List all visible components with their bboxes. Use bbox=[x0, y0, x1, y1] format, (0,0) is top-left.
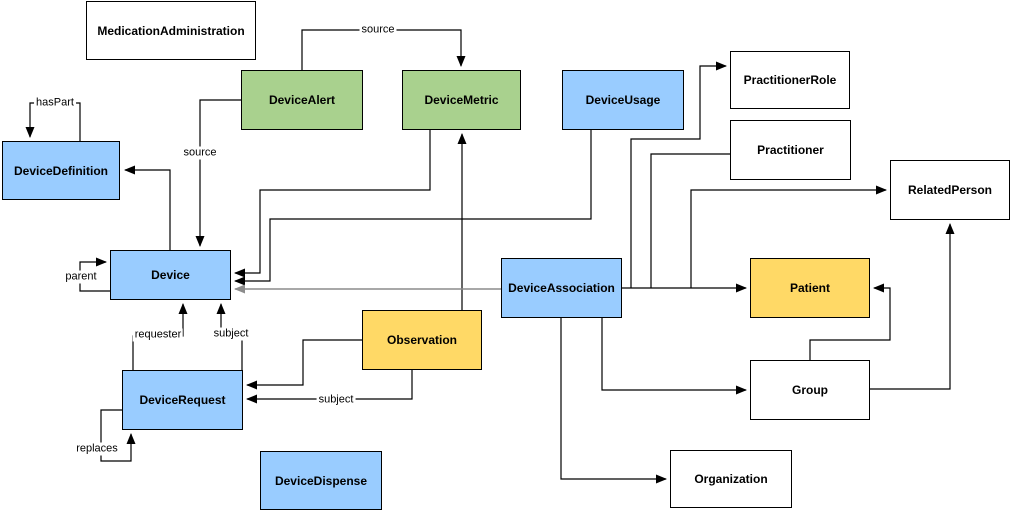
node-device[interactable]: Device bbox=[110, 250, 231, 300]
edge-deviceassociation-practitioner bbox=[650, 153, 730, 288]
node-practitioner[interactable]: Practitioner bbox=[730, 120, 851, 180]
node-device-metric[interactable]: DeviceMetric bbox=[402, 70, 521, 130]
edge-label-source-metric: source bbox=[359, 23, 397, 37]
node-practitioner-role[interactable]: PractitionerRole bbox=[730, 51, 850, 109]
node-device-usage[interactable]: DeviceUsage bbox=[562, 70, 684, 130]
node-device-dispense[interactable]: DeviceDispense bbox=[260, 451, 382, 510]
node-medication-administration[interactable]: MedicationAdministration bbox=[86, 1, 256, 60]
node-patient[interactable]: Patient bbox=[750, 258, 870, 318]
edge-device-devicedefinition bbox=[124, 165, 171, 250]
edge-label-parent: parent bbox=[63, 270, 99, 284]
edge-deviceassociation-group bbox=[601, 318, 747, 395]
node-observation[interactable]: Observation bbox=[362, 310, 482, 370]
node-group[interactable]: Group bbox=[750, 360, 870, 420]
edge-group-patient bbox=[809, 283, 891, 360]
edge-deviceassociation-organization bbox=[560, 318, 667, 484]
edge-group-relatedperson bbox=[870, 223, 955, 390]
node-device-association[interactable]: DeviceAssociation bbox=[501, 258, 622, 318]
edge-label-subject-obs: subject bbox=[316, 393, 356, 407]
edge-observation-devicerequest-subject bbox=[246, 370, 413, 404]
edge-devicealert-device bbox=[195, 99, 241, 247]
edge-label-source-device: source bbox=[181, 146, 219, 160]
edge-deviceassociation-practitionerrole bbox=[630, 61, 727, 288]
node-related-person[interactable]: RelatedPerson bbox=[890, 160, 1010, 220]
edge-devicerequest-replaces bbox=[100, 409, 136, 462]
node-device-request[interactable]: DeviceRequest bbox=[122, 370, 243, 430]
edge-label-subject-request: subject bbox=[211, 327, 251, 341]
edge-label-haspart: hasPart bbox=[34, 96, 76, 110]
edge-deviceassociation-relatedperson bbox=[690, 185, 887, 288]
edge-deviceusage-device bbox=[234, 130, 592, 286]
edge-devicemetric-device bbox=[234, 130, 431, 278]
edge-label-replaces: replaces bbox=[74, 442, 120, 456]
node-device-alert[interactable]: DeviceAlert bbox=[241, 70, 363, 130]
edge-label-requester: requester bbox=[132, 328, 184, 342]
node-device-definition[interactable]: DeviceDefinition bbox=[2, 141, 120, 200]
edge-observation-devicerequest bbox=[246, 339, 362, 390]
node-organization[interactable]: Organization bbox=[670, 450, 792, 508]
